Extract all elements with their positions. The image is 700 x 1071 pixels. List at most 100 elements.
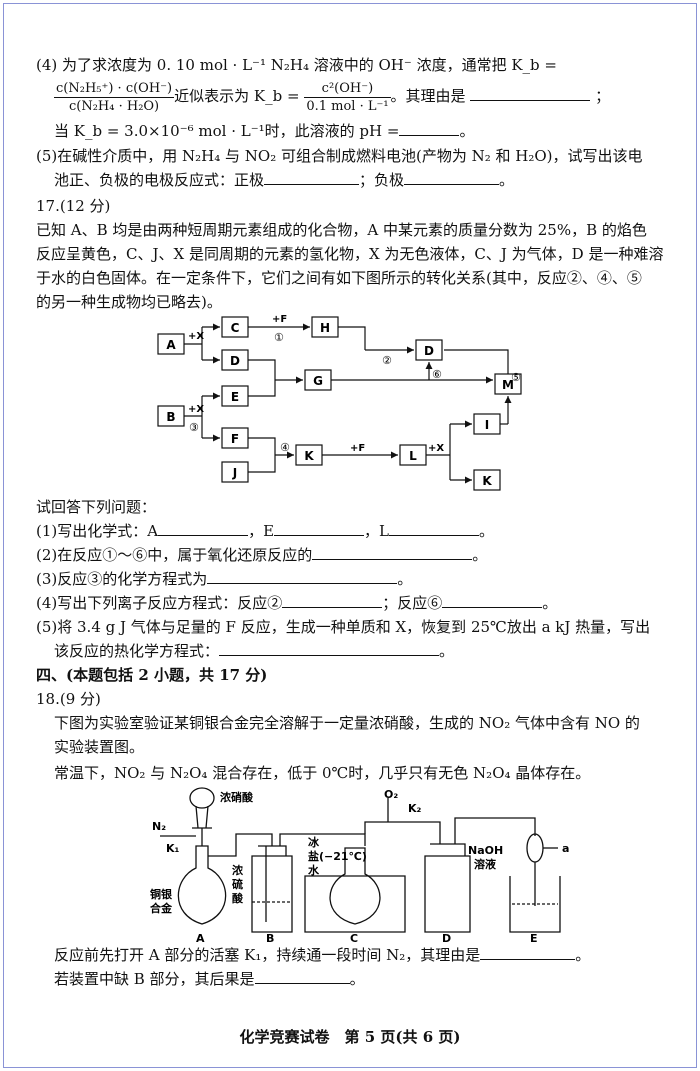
svg-text:L: L [409,449,417,463]
answer-blank-ion6[interactable] [442,593,543,608]
punct: 。 [349,970,365,988]
label-reaction-1: ① [274,331,284,344]
label-plus-x: +X [188,331,204,342]
q17-a1: (1)写出化学式：A ，E ，L 。 [36,520,680,542]
q17-a1-text: ，E [248,522,275,540]
answer-blank-consequence[interactable] [254,969,350,984]
fraction-numerator: c(N₂H₅⁺) · c(OH⁻) [54,80,175,98]
fraction-denominator: 0.1 mol · L⁻¹ [306,98,389,114]
svg-text:K: K [482,474,492,488]
label-conc-h2so4: 硫 [232,877,243,891]
q17-a4: (4)写出下列离子反应方程式：反应② ；反应⑥ 。 [36,592,680,614]
punct: 。 [439,642,455,660]
label-ice-salt: 水 [308,863,320,877]
punct: 。 [575,946,591,964]
conversion-diagram: A C D H G D M B E F J K L I K +X +F ① ② … [157,314,522,491]
label-B: B [266,932,274,944]
answer-blank[interactable] [470,86,591,101]
answer-blank-positive[interactable] [264,170,360,185]
q17-a4-text: ；反应⑥ [382,594,443,612]
q17-intro-3: 于水的白色固体。在一定条件下，它们之间有如下图所示的转化关系(其中，反应②、④、… [36,269,642,287]
page-footer: 化学竞赛试卷 第 5 页(共 6 页) [239,1028,461,1046]
q17-ask: 试回答下列问题： [36,498,157,516]
answer-blank-A[interactable] [158,521,249,536]
dropping-funnel [189,787,215,809]
label-reaction-3: ③ [189,421,199,434]
answer-blank-negative[interactable] [404,170,500,185]
svg-text:F: F [231,432,239,446]
node-A: A [157,333,185,355]
q16-p4-line2: c(N₂H₅⁺) · c(OH⁻)c(N₂H₄ · H₂O)近似表示为 K_b … [54,80,611,115]
q16-p5-line1: (5)在碱性介质中，用 N₂H₄ 与 NO₂ 可组合制成燃料电池(产物为 N₂ … [36,147,643,165]
bulb-a [526,833,544,863]
q17-a3-text: (3)反应③的化学方程式为 [36,570,208,588]
q17-intro-2: 反应呈黄色，C、J、X 是同周期的元素的氢化物，X 为无色液体，C、J 为气体，… [36,245,664,263]
q18-line2: 实验装置图。 [54,738,145,756]
q17-a5-line1: (5)将 3.4 g J 气体与足量的 F 反应，生成一种单质和 X，恢复到 2… [36,618,651,636]
answer-blank-L[interactable] [389,521,480,536]
answer-blank-redox[interactable] [312,545,473,560]
q17-a2: (2)在反应①～⑥中，属于氧化还原反应的 。 [36,544,680,566]
label-k1: K₁ [166,842,180,855]
node-D: D [221,349,249,371]
kb-approx-fraction: c²(OH⁻)0.1 mol · L⁻¹ [304,80,391,115]
svg-text:J: J [232,466,237,480]
label-a: a [562,842,569,855]
q16-p4-tail: 。其理由是 [390,87,466,105]
node-C: C [221,316,249,338]
q18-q2-text: 若装置中缺 B 部分，其后果是 [54,970,255,988]
q16-p4-line3: 当 K_b = 3.0×10⁻⁶ mol · L⁻¹时，此溶液的 pH =。 [54,120,680,142]
q17-a3: (3)反应③的化学方程式为 。 [36,568,680,590]
label-o2: O₂ [384,788,398,801]
q17-a2-text: (2)在反应①～⑥中，属于氧化还原反应的 [36,546,313,564]
q16-p4-mid: 近似表示为 K_b = [174,87,300,105]
bottle-B [251,855,293,933]
label-D: D [442,932,451,944]
label-ice-salt: 盐(−21℃) [308,849,367,863]
svg-text:D: D [230,354,240,368]
label-k2: K₂ [408,802,422,815]
q18-q1: 反应前先打开 A 部分的活塞 K₁，持续通一段时间 N₂，其理由是。 [54,944,680,966]
q16-p5-text2: ；负极 [359,171,405,189]
page-border [3,3,697,1068]
punct: 。 [472,546,488,564]
label-reaction-4: ④ [280,441,290,454]
punct: 。 [459,122,475,140]
node-L: L [399,444,427,466]
label-alloy: 合金 [150,901,173,915]
label-plus-x: +X [428,443,444,454]
answer-blank-eq3[interactable] [207,569,398,584]
q17-intro-4: 的另一种生成物均已略去)。 [36,293,222,311]
node-G: G [304,369,332,391]
node-K: K [295,444,323,466]
node-F: F [221,427,249,449]
answer-blank-E[interactable] [274,521,365,536]
punct: 。 [542,594,558,612]
flask-C [329,847,381,925]
node-I: I [473,413,501,435]
punct: 。 [397,570,413,588]
svg-text:G: G [313,374,323,388]
q17-a1-text: (1)写出化学式：A [36,522,159,540]
node-H: H [311,316,339,338]
q18-q2: 若装置中缺 B 部分，其后果是 。 [54,968,680,990]
label-reaction-2: ② [382,354,392,367]
q17-a1-text: ，L [364,522,390,540]
answer-blank-reason[interactable] [480,945,576,960]
svg-text:M: M [502,378,514,392]
answer-blank-ph[interactable] [399,121,460,136]
label-naoh: 溶液 [474,857,497,871]
node-D-right: D [415,339,443,361]
label-plus-f: +F [350,443,365,454]
answer-blank-ion2[interactable] [282,593,383,608]
node-E: E [221,385,249,407]
answer-blank-thermo[interactable] [219,641,440,656]
punct: 。 [479,522,495,540]
label-A: A [196,932,205,944]
section-4-header: 四、(本题包括 2 小题，共 17 分) [36,666,268,684]
beaker-E [509,876,561,933]
node-J: J [221,461,249,483]
label-naoh: NaOH [468,844,503,857]
q17-a4-text: (4)写出下列离子反应方程式：反应② [36,594,283,612]
kb-fraction: c(N₂H₅⁺) · c(OH⁻)c(N₂H₄ · H₂O) [54,80,175,115]
